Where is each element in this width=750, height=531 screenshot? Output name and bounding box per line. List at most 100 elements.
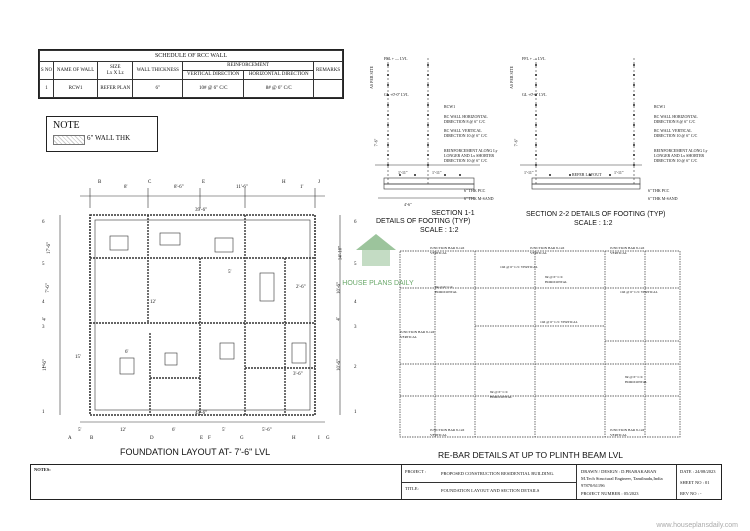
s11-note-3: REINFORCEMENT ALONG Ly LONGER AND Lx SHO…	[444, 148, 498, 163]
s22-refer: REFER LAYOUT	[572, 172, 602, 177]
grid-right-5: 5	[354, 262, 357, 267]
dim-overall-top: 39'-6"	[195, 208, 208, 213]
note-box: NOTE 6" WALL THK	[46, 116, 158, 152]
header-reinforcement: REINFORCEMENT	[182, 61, 315, 71]
dim-left-3: 4'	[42, 317, 48, 321]
dim-top-1: 8'	[124, 185, 128, 190]
room-dim-5: 3'-6"	[293, 372, 303, 377]
title-label: TITLE:	[405, 486, 419, 491]
s11-note-4: 6" THK PCC	[464, 188, 486, 193]
rebar-junction-2: JUNCTION BAR 8-12# VERTICAL	[530, 246, 565, 255]
grid-left-3: 3	[42, 325, 45, 330]
rebar-horizontal-2: 8# @ 6" C/C HORIZONTAL	[545, 275, 568, 284]
room-dim-6: 6'	[125, 350, 129, 355]
s11-note-1: RC WALL HORIZONTAL DIRECTION 8 @ 6" C/C	[444, 114, 488, 124]
rebar-vertical-3: 10# @ 6" C/C VERTICAL	[620, 290, 658, 294]
grid-bottom-f: F	[208, 436, 211, 441]
logo-text: HOUSE PLANS DAILY	[342, 280, 414, 287]
rcc-wall-schedule: SCHEDULE OF RCC WALL S NO NAME OF WALL S…	[38, 49, 344, 99]
dim-left-4: 11'-6"	[42, 359, 48, 371]
header-horizontal: HORIZONTAL DIRECTION	[243, 70, 315, 80]
rebar-horizontal-4: 8# @ 6" C/C HORIZONTAL	[625, 375, 648, 384]
grid-left-6: 6	[42, 220, 45, 225]
project-label: PROJECT :	[405, 469, 427, 474]
s11-dim-1: 1'-11"	[432, 170, 442, 175]
sheet-no: SHEET NO : 01	[680, 480, 710, 485]
date: DATE : 24/08/2023	[680, 469, 716, 474]
foundation-plan	[59, 188, 341, 423]
note-title: NOTE	[53, 120, 80, 131]
dim-top-4: 1'	[300, 185, 304, 190]
s22-note-5: 6" THK M-SAND	[648, 196, 678, 201]
header-name: NAME OF WALL	[53, 61, 99, 80]
s22-note-3: REINFORCEMENT ALONG Ly LONGER AND Lx SHO…	[654, 148, 708, 163]
s22-note-0: RCW1	[654, 104, 666, 109]
s22-title: SECTION 2-2 DETAILS OF FOOTING (TYP)	[526, 211, 666, 218]
title-name: FOUNDATION LAYOUT AND SECTION DETAILS	[441, 488, 540, 493]
s22-gl: GL +0'-0" LVL	[522, 92, 547, 97]
row-sno: 1	[38, 79, 55, 98]
rebar-junction-1: JUNCTION BAR 8-12# VERTICAL	[430, 246, 465, 255]
grid-top-c: C	[148, 180, 152, 185]
section-1-1-drawing	[375, 58, 480, 199]
s22-note-1: RC WALL HORIZONTAL DIRECTION 8 @ 6" C/C	[654, 114, 698, 124]
s11-title: SECTION 1-1	[431, 210, 475, 217]
grid-top-h: H	[282, 180, 286, 185]
grid-top-b: B	[98, 180, 102, 185]
dim-top-2: 8'-6"	[174, 185, 184, 190]
rebar-plan	[399, 250, 681, 438]
grid-bottom-g2: G	[326, 436, 330, 441]
grid-bottom-h: H	[292, 436, 296, 441]
rebar-horizontal-1: 8# @ 6" C/C HORIZONTAL	[435, 285, 458, 294]
rebar-horizontal-3: 8# @ 6" C/C HORIZONTAL	[490, 390, 513, 399]
grid-left-1: 1	[42, 410, 45, 415]
rebar-vertical-1: 10# @ 6" C/C VERTICAL	[500, 265, 538, 269]
dim-right-1: 14'-10"	[338, 245, 344, 261]
rebar-junction-3: JUNCTION BAR 8-12# VERTICAL	[610, 246, 645, 255]
s22-note-4: 6" THK PCC	[648, 188, 670, 193]
grid-top-j: J	[318, 180, 320, 185]
room-dim-2: 15'	[75, 355, 81, 360]
section-2-2-drawing	[520, 58, 642, 190]
s22-ffl: FFL + — LVL	[522, 56, 546, 61]
dim-top-3: 11'-6"	[236, 185, 248, 190]
dim-left-1: 17'-6"	[47, 241, 53, 255]
room-dim-1: 12'	[150, 300, 156, 305]
note-legend: 6" WALL THK	[87, 134, 131, 142]
s11-dim-2: 4'-6"	[404, 202, 412, 207]
grid-bottom-d: D	[150, 436, 154, 441]
drawn-by: DRAWN / DESIGN : D.PRABAKARAN	[581, 469, 657, 474]
grid-right-2: 2	[354, 365, 357, 370]
project-name: PROPOSED CONSTRUCTION RESIDENTIAL BUILDI…	[441, 471, 555, 476]
s22-height: 7'-6"	[513, 138, 519, 147]
s11-height: 7'-6"	[373, 138, 379, 147]
rebar-junction-6: JUNCTION BAR 8-12# VERTICAL	[610, 428, 645, 437]
grid-left-2: 2	[42, 365, 45, 370]
foundation-title: FOUNDATION LAYOUT AT- 7'-6" LVL	[120, 447, 271, 457]
title-block: NOTES: PROJECT : PROPOSED CONSTRUCTION R…	[30, 464, 722, 500]
dim-right-4: 10'-6"	[337, 358, 343, 372]
dim-right-3: 4'	[336, 317, 342, 321]
house-plans-logo	[356, 234, 396, 266]
s11-ffl: FFL + — LVL	[384, 56, 408, 61]
s22-note-2: RC WALL VERTICAL DIRECTION 10 @ 6" C/C	[654, 128, 698, 138]
grid-right-4: 4	[354, 300, 357, 305]
s11-subtitle: DETAILS OF FOOTING (TYP)	[376, 218, 471, 225]
phone: 97870/61196	[581, 483, 605, 488]
row-size: REFER PLAN	[97, 79, 134, 98]
dim-bottom-3: 6'	[172, 428, 176, 433]
row-remarks	[313, 79, 343, 98]
grid-left-4: 4	[42, 300, 45, 305]
grid-left-5: 5	[42, 262, 45, 267]
dim-left-2: 7'-6"	[45, 283, 51, 293]
row-thickness: 6"	[132, 79, 184, 98]
s22-dim-1: 1'-11"	[614, 170, 624, 175]
s11-note-0: RCW1	[444, 104, 456, 109]
schedule-title: SCHEDULE OF RCC WALL	[39, 50, 343, 62]
s22-scale: SCALE : 1:2	[574, 220, 613, 227]
row-vertical: 10# @ 6" C/C	[182, 79, 245, 98]
grid-right-3: 3	[354, 325, 357, 330]
dim-bottom-5: 5'-6"	[262, 428, 272, 433]
s11-note-2: RC WALL VERTICAL DIRECTION 10 @ 6" C/C	[444, 128, 488, 138]
